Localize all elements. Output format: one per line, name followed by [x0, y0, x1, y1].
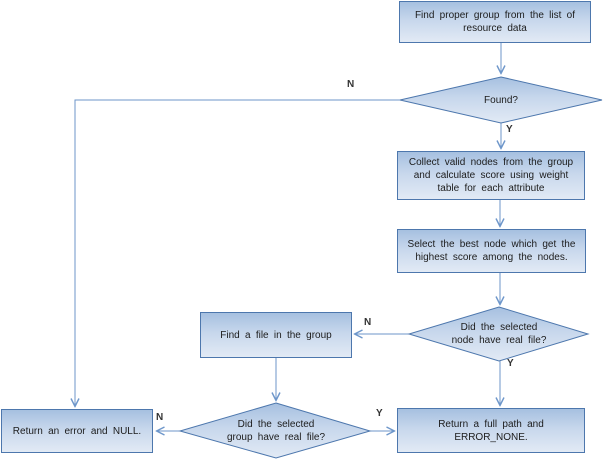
- node-return-full-path: Return a full path and ERROR_NONE.: [397, 408, 585, 453]
- edge-label-group-yes: Y: [376, 408, 383, 419]
- edge-label-node-no: N: [364, 317, 372, 328]
- edge-label-found-no: N: [347, 79, 355, 90]
- decision-node-has-file-shape: [407, 306, 590, 362]
- node-select-best-node: Select the best node which get the highe…: [397, 229, 586, 273]
- decision-group-has-file-shape: [178, 402, 372, 459]
- decision-found-shape: [399, 76, 603, 124]
- edge-label-found-yes: Y: [506, 124, 513, 135]
- connector-found-no-to-return-error: [75, 99, 400, 406]
- edge-label-group-no: N: [156, 412, 164, 423]
- node-find-file-in-group: Find a file in the group: [200, 312, 352, 358]
- node-find-proper-group: Find proper group from the list of resou…: [399, 1, 591, 43]
- edge-label-node-yes: Y: [507, 358, 514, 369]
- node-return-error-null: Return an error and NULL.: [1, 409, 153, 453]
- node-collect-valid-nodes: Collect valid nodes from the group and c…: [397, 151, 585, 200]
